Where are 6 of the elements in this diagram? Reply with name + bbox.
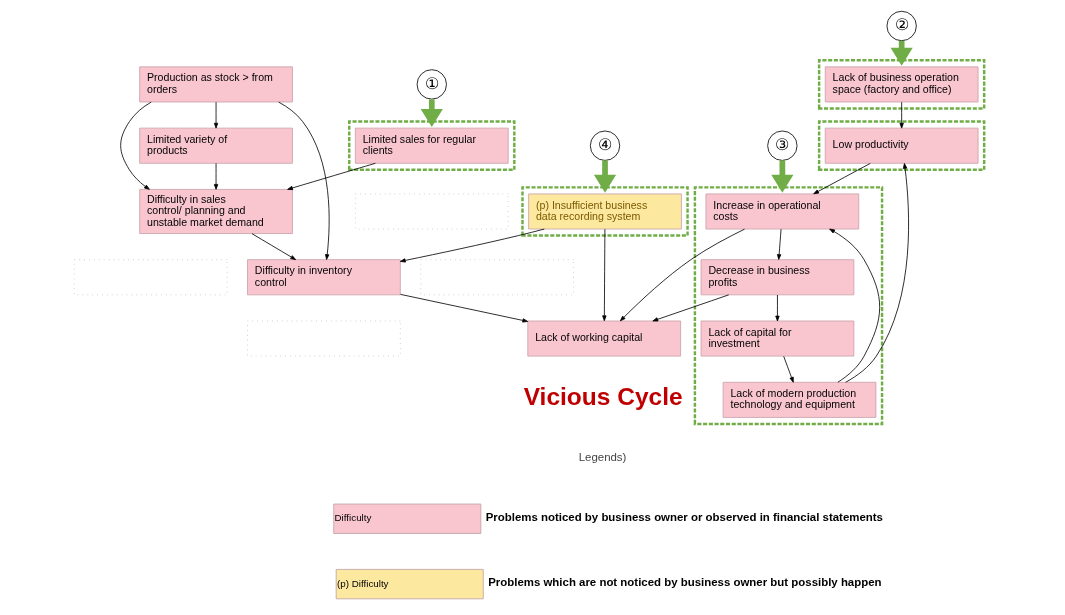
legend-label: Problems noticed by business owner or observed in financial statements — [485, 510, 883, 523]
legend-label: Problems which are not noticed by business owner but possibly happen — [488, 576, 882, 589]
label: Difficulty — [334, 512, 372, 524]
label: (p) Difficulty — [336, 577, 389, 589]
label: Legends) — [578, 451, 627, 464]
label: Vicious Cycle — [523, 383, 683, 411]
